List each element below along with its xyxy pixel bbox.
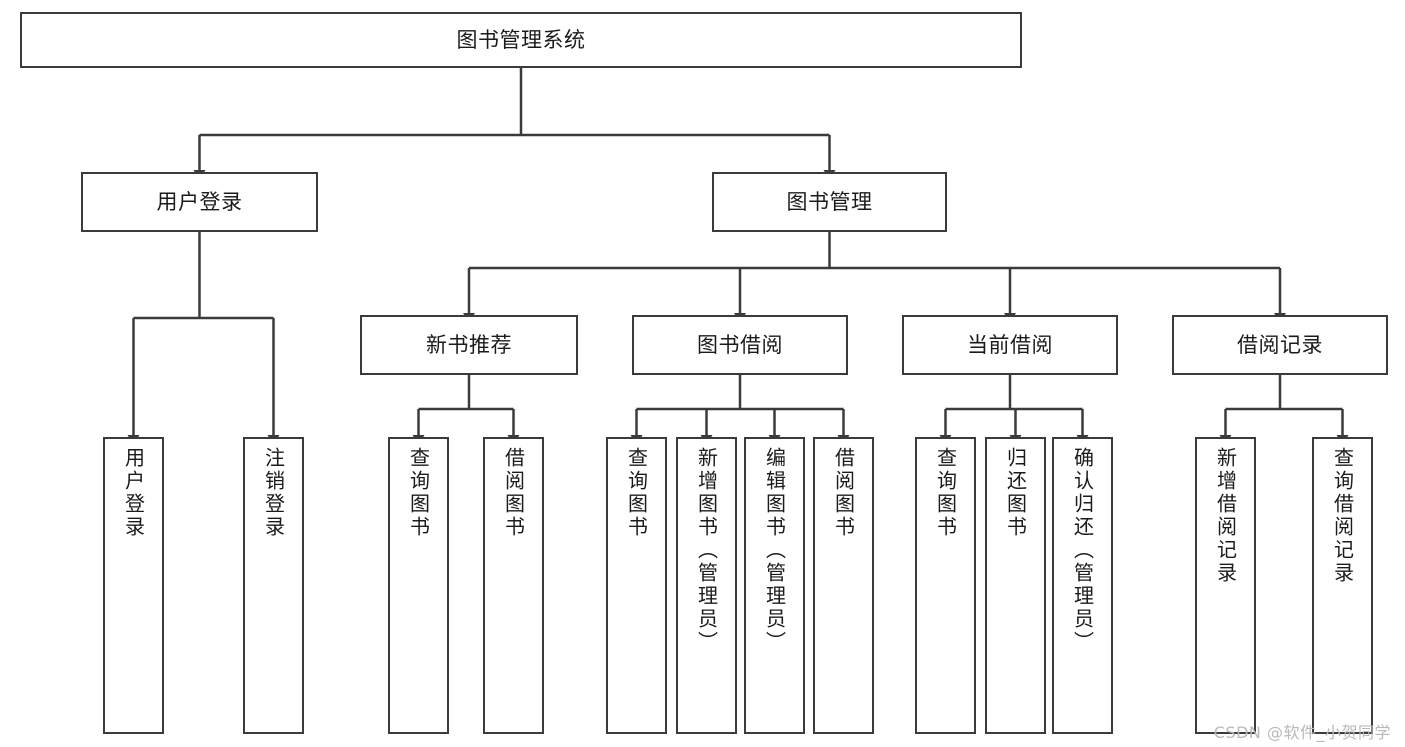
node-leaf-borrow-query-label: 查询图书 [624,447,649,539]
node-leaf-add-book[interactable]: 新增图书（管理员） [676,437,737,734]
node-leaf-rec-borrow[interactable]: 借阅图书 [483,437,544,734]
node-leaf-query-record-label: 查询借阅记录 [1330,447,1355,585]
node-leaf-cur-query-label: 查询图书 [933,447,958,539]
node-leaf-user-login[interactable]: 用户登录 [103,437,164,734]
node-leaf-return-book[interactable]: 归还图书 [985,437,1046,734]
node-leaf-edit-book[interactable]: 编辑图书（管理员） [744,437,805,734]
node-book-manage[interactable]: 图书管理 [712,172,947,232]
node-leaf-logout-label: 注销登录 [261,447,286,539]
node-leaf-rec-borrow-label: 借阅图书 [501,447,526,539]
node-user-login[interactable]: 用户登录 [81,172,318,232]
node-leaf-borrow-query[interactable]: 查询图书 [606,437,667,734]
node-borrow-record-label: 借阅记录 [1237,332,1323,357]
node-new-book-rec[interactable]: 新书推荐 [360,315,578,375]
node-leaf-borrow-book-label: 借阅图书 [831,447,856,539]
node-leaf-cur-query[interactable]: 查询图书 [915,437,976,734]
node-leaf-borrow-book[interactable]: 借阅图书 [813,437,874,734]
node-book-borrow-label: 图书借阅 [697,332,783,357]
node-current-borrow-label: 当前借阅 [967,332,1053,357]
node-book-borrow[interactable]: 图书借阅 [632,315,848,375]
node-leaf-add-record-label: 新增借阅记录 [1213,447,1238,585]
node-leaf-rec-query[interactable]: 查询图书 [388,437,449,734]
node-root[interactable]: 图书管理系统 [20,12,1022,68]
node-user-login-label: 用户登录 [156,189,243,214]
node-current-borrow[interactable]: 当前借阅 [902,315,1118,375]
node-leaf-return-book-label: 归还图书 [1003,447,1028,539]
node-root-label: 图书管理系统 [456,27,586,52]
node-leaf-confirm-return-label: 确认归还（管理员） [1070,447,1095,654]
node-leaf-user-login-label: 用户登录 [121,447,146,539]
node-book-manage-label: 图书管理 [786,189,873,214]
node-borrow-record[interactable]: 借阅记录 [1172,315,1388,375]
node-leaf-logout[interactable]: 注销登录 [243,437,304,734]
node-leaf-add-book-label: 新增图书（管理员） [694,447,719,654]
node-leaf-query-record[interactable]: 查询借阅记录 [1312,437,1373,734]
node-leaf-confirm-return[interactable]: 确认归还（管理员） [1052,437,1113,734]
node-leaf-edit-book-label: 编辑图书（管理员） [762,447,787,654]
node-leaf-add-record[interactable]: 新增借阅记录 [1195,437,1256,734]
node-leaf-rec-query-label: 查询图书 [406,447,431,539]
node-new-book-rec-label: 新书推荐 [426,332,512,357]
